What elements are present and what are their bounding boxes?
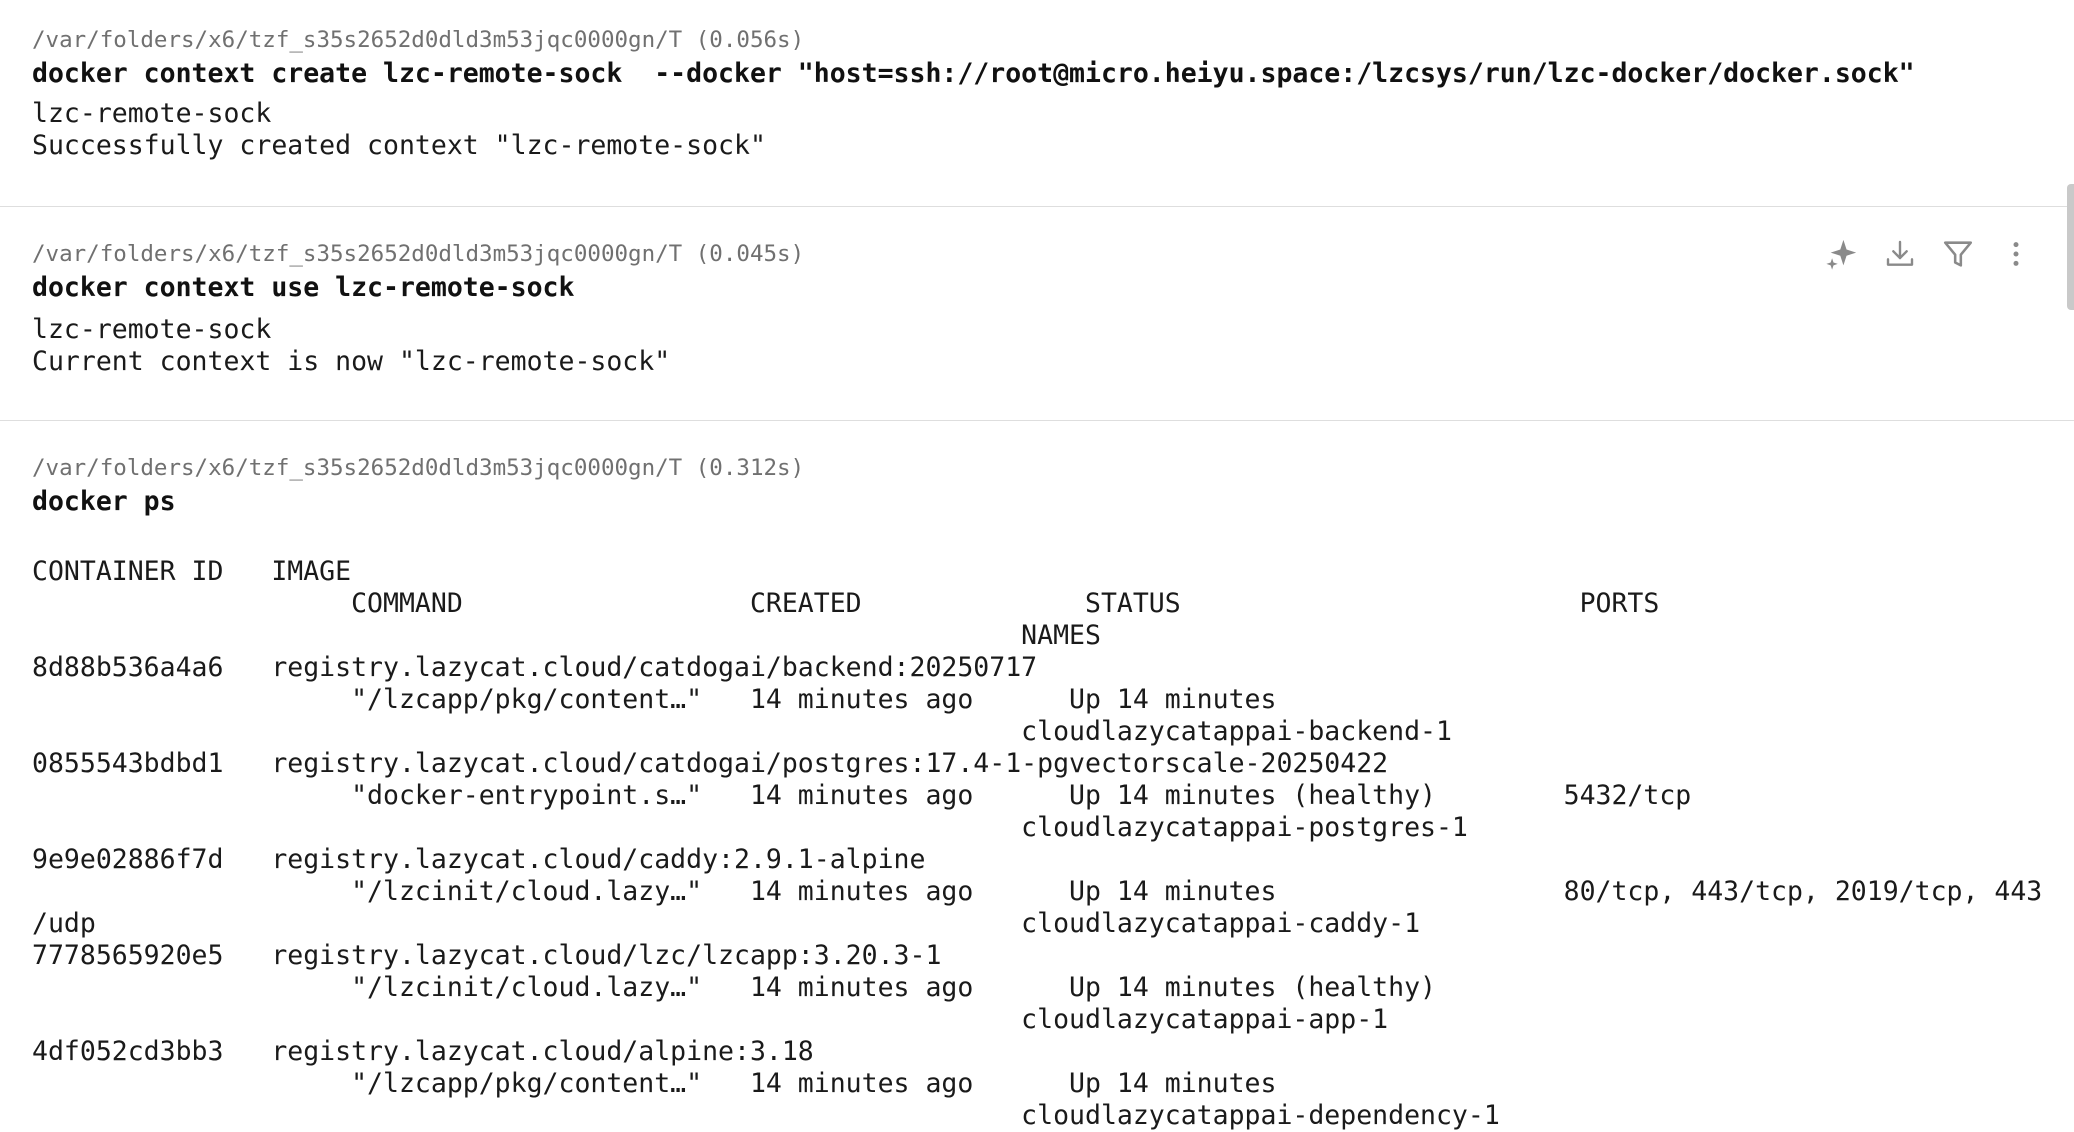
- block-command[interactable]: docker ps: [32, 486, 176, 517]
- more-vertical-icon[interactable]: [1996, 234, 2036, 274]
- block-divider: [0, 420, 2074, 421]
- command-block-3: /var/folders/x6/tzf_s35s2652d0dld3m53jqc…: [0, 452, 2074, 1132]
- command-block-2: /var/folders/x6/tzf_s35s2652d0dld3m53jqc…: [0, 238, 2074, 378]
- block-output: lzc-remote-sock Successfully created con…: [32, 98, 766, 161]
- block-output: CONTAINER ID IMAGE COMMAND CREATED STATU…: [32, 556, 2043, 1131]
- block-divider: [0, 206, 2074, 207]
- block-toolbar: [1822, 234, 2036, 274]
- ai-sparkle-icon[interactable]: [1822, 234, 1862, 274]
- block-meta: /var/folders/x6/tzf_s35s2652d0dld3m53jqc…: [32, 241, 805, 267]
- block-meta: /var/folders/x6/tzf_s35s2652d0dld3m53jqc…: [32, 455, 805, 481]
- download-icon[interactable]: [1880, 234, 1920, 274]
- block-command[interactable]: docker context use lzc-remote-sock: [32, 272, 575, 303]
- command-block-1: /var/folders/x6/tzf_s35s2652d0dld3m53jqc…: [0, 24, 2074, 162]
- block-output: lzc-remote-sock Current context is now "…: [32, 314, 671, 377]
- block-meta: /var/folders/x6/tzf_s35s2652d0dld3m53jqc…: [32, 27, 805, 53]
- filter-icon[interactable]: [1938, 234, 1978, 274]
- scrollbar-thumb[interactable]: [2067, 184, 2074, 310]
- block-command[interactable]: docker context create lzc-remote-sock --…: [32, 58, 1915, 89]
